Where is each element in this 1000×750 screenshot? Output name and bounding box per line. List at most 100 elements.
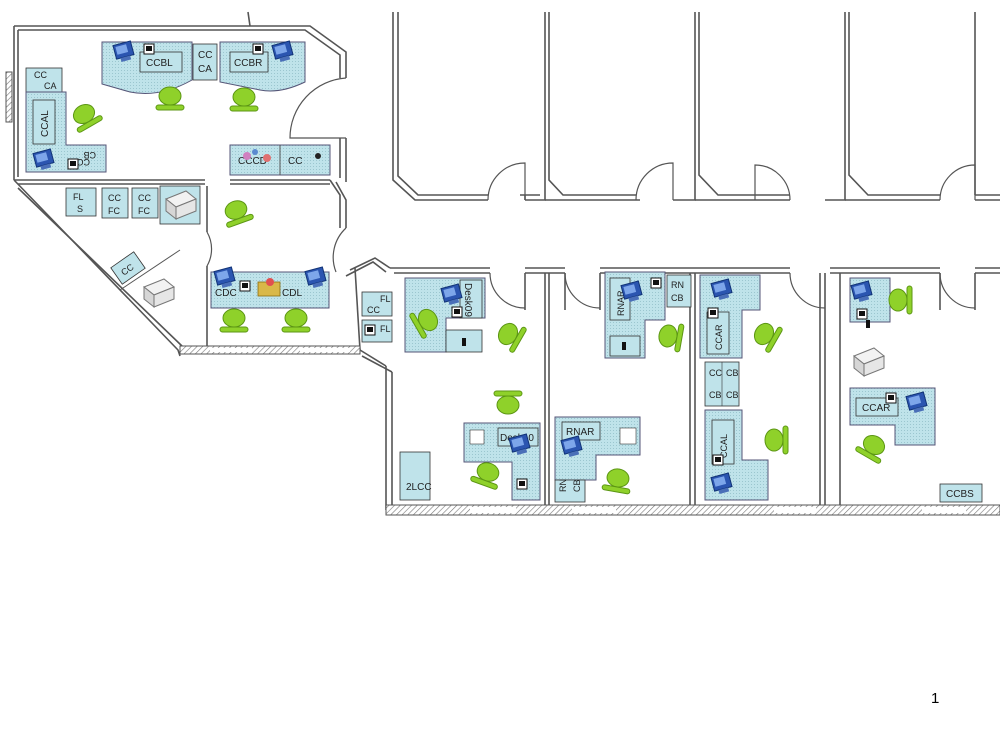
- cabinet-cc-cb: CC CB CB CB: [704, 361, 740, 407]
- plant-icon: [257, 278, 281, 297]
- office-chair-icon[interactable]: [854, 429, 892, 465]
- window-strip: [385, 504, 1000, 516]
- doors: [206, 77, 976, 309]
- label-rnar: RNAR: [616, 290, 626, 316]
- office-chair-icon[interactable]: [656, 320, 685, 353]
- phone-icon: [252, 43, 264, 55]
- printer-icon[interactable]: [143, 278, 175, 308]
- label-desk09: Desk09: [462, 283, 473, 317]
- shredder-icon: [315, 153, 321, 159]
- page-number: 1: [931, 690, 940, 707]
- svg-text:CC: CC: [367, 305, 380, 315]
- svg-text:RN: RN: [558, 479, 568, 492]
- cabinet-cc-fc-b: CC FC: [131, 187, 159, 219]
- svg-text:CB: CB: [726, 368, 739, 378]
- desk-rnar-bottom[interactable]: RNAR: [554, 416, 641, 481]
- cabinet-cc-diag: CC: [110, 251, 146, 285]
- printer-icon[interactable]: [853, 347, 885, 377]
- phone-icon: [712, 454, 724, 466]
- desk-cccd[interactable]: CCCD CC: [229, 144, 331, 176]
- phone-icon: [239, 280, 251, 292]
- label-cc: CC: [288, 156, 302, 167]
- phone-icon: [451, 306, 463, 318]
- office-chair-icon[interactable]: [469, 458, 505, 491]
- label-cdc: CDC: [215, 288, 237, 299]
- svg-text:FL: FL: [380, 294, 391, 304]
- svg-text:CC: CC: [198, 50, 212, 61]
- cabinet-rn-cb-bottom: RN CB: [554, 479, 586, 503]
- svg-text:CA: CA: [198, 64, 212, 75]
- svg-text:CC: CC: [108, 193, 121, 203]
- label-rnar: RNAR: [566, 427, 594, 438]
- office-chair-icon[interactable]: [281, 308, 311, 333]
- cabinet-cc-ca-top: CC CA: [192, 43, 218, 81]
- svg-text:S: S: [77, 204, 83, 214]
- phone-icon: [650, 277, 662, 289]
- phone-icon: [67, 158, 79, 170]
- svg-text:RN: RN: [671, 280, 684, 290]
- svg-text:CCBS: CCBS: [946, 489, 974, 500]
- svg-text:CB: CB: [726, 390, 739, 400]
- desk-ccal-left[interactable]: CCAL CB CC: [25, 91, 107, 173]
- cabinet-fl-cc: FL CC: [361, 291, 393, 317]
- office-chair-icon[interactable]: [764, 425, 789, 455]
- label-ccbl: CCBL: [146, 58, 173, 69]
- office-chair-icon[interactable]: [601, 466, 634, 495]
- desk-ccar-mid[interactable]: CCAR: [699, 274, 761, 359]
- desk-ccar-right[interactable]: CCAR: [849, 387, 936, 446]
- svg-text:CB: CB: [83, 150, 96, 160]
- phone-icon: [364, 324, 376, 336]
- svg-text:CC: CC: [77, 157, 90, 167]
- printer-stand: [159, 185, 201, 225]
- svg-text:FC: FC: [138, 206, 150, 216]
- svg-text:CC: CC: [138, 193, 151, 203]
- label-ccal: CCAL: [40, 110, 51, 137]
- desk-right-top[interactable]: [849, 277, 891, 328]
- cabinet-rn-cb-top: RN CB: [666, 274, 692, 308]
- svg-text:FL: FL: [380, 324, 391, 334]
- label-ccar: CCAR: [862, 403, 890, 414]
- phone-icon: [516, 478, 528, 490]
- label-cccd: CCCD: [238, 156, 267, 167]
- desk-ccal-mid[interactable]: CCAL: [704, 409, 769, 501]
- monitor-icon: [213, 266, 236, 289]
- phone-icon: [707, 307, 719, 319]
- desk-cdc-cdl[interactable]: CDC CDL: [210, 266, 330, 309]
- office-chair-icon[interactable]: [492, 316, 528, 354]
- svg-text:CB: CB: [709, 390, 722, 400]
- plant-icon: [243, 149, 271, 162]
- office-chair-icon[interactable]: [229, 87, 259, 112]
- svg-text:CC: CC: [34, 70, 47, 80]
- left-edge-window: [5, 71, 13, 123]
- desk-ccbr[interactable]: CCBR: [219, 40, 306, 92]
- svg-text:2LCC: 2LCC: [406, 482, 432, 493]
- desk-rnar-top[interactable]: RNAR: [604, 271, 666, 359]
- label-ccbr: CCBR: [234, 58, 262, 69]
- svg-text:CB: CB: [572, 479, 582, 492]
- desk-ccbl[interactable]: CCBL: [101, 40, 193, 94]
- cabinet-fl-s: FL S: [65, 187, 97, 217]
- svg-text:FL: FL: [73, 192, 84, 202]
- desk-desk09[interactable]: Desk09: [404, 277, 486, 353]
- cabinet-cc-fc-a: CC FC: [101, 187, 129, 219]
- phone-icon: [856, 308, 868, 320]
- office-chair-icon[interactable]: [493, 390, 523, 415]
- phone-icon: [143, 43, 155, 55]
- cabinet-cc-ca-left: CC CA: [25, 67, 63, 93]
- monitor-icon: [304, 266, 327, 289]
- svg-text:CC: CC: [709, 368, 722, 378]
- walls: [13, 11, 1000, 510]
- cabinet-2lcc: 2LCC: [399, 451, 432, 501]
- label-ccal: CCAL: [719, 434, 729, 458]
- office-chair-icon[interactable]: [66, 98, 104, 134]
- svg-text:CB: CB: [671, 293, 684, 303]
- svg-text:CA: CA: [44, 81, 57, 91]
- cabinet-fl-fc: FL: [361, 319, 393, 343]
- office-chair-icon[interactable]: [748, 316, 784, 354]
- office-chair-icon[interactable]: [888, 285, 913, 315]
- office-chair-icon[interactable]: [219, 196, 255, 229]
- cabinet-ccbs: CCBS: [939, 483, 983, 503]
- desk-desk10[interactable]: Desk10: [463, 422, 541, 501]
- office-chair-icon[interactable]: [219, 308, 249, 333]
